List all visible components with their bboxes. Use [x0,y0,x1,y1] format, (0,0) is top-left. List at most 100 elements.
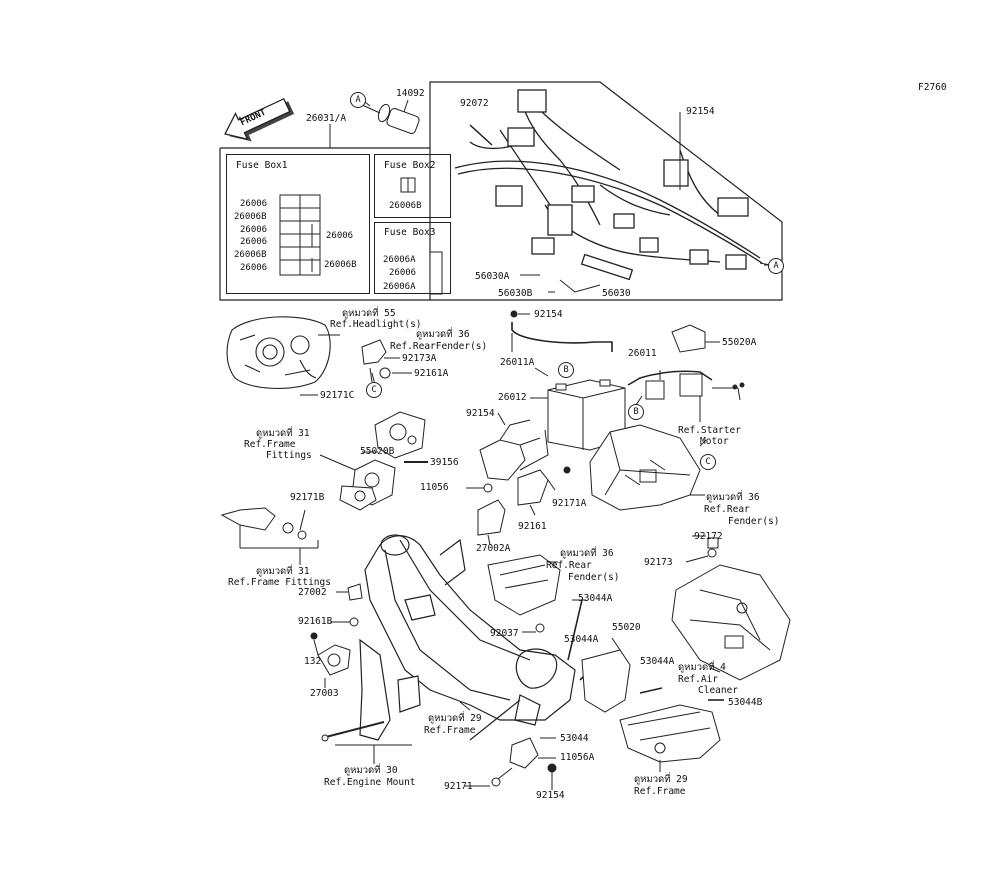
part-27003: 27003 [310,688,339,699]
part-26012: 26012 [498,392,527,403]
ref-headlight: Ref.Headlight(s) [330,319,422,330]
ref-rearfender-right-group: ดูหมวดที่ 36 [706,492,760,503]
fuse-box2-title: Fuse Box2 [384,160,436,171]
part-26011A: 26011A [500,357,535,368]
fuse3-item-2: 26006 [389,268,417,278]
part-92154-mid: 92154 [534,309,563,320]
ref-engine-mount: Ref.Engine Mount [324,777,416,788]
fuse3-item-3: 26006A [383,282,416,292]
part-26011: 26011 [628,348,657,359]
part-55020A: 55020A [722,337,757,348]
fuse1-item-2: 26006B [234,212,267,222]
ref-frame-fittings-upper-1: Ref.Frame [244,439,296,450]
ref-rearfender-right-2: Fender(s) [728,516,780,527]
ref-headlight-group: ดูหมวดที่ 55 [342,308,396,319]
fuse1-right-2: 26006B [324,260,357,270]
fuse-box3 [374,222,451,294]
part-92171A: 92171A [552,498,587,509]
part-92154-bottom: 92154 [536,790,565,801]
fuse1-item-4: 26006 [240,225,268,235]
callout-b-relay: B [628,404,644,420]
part-11056: 11056 [420,482,449,493]
part-53044: 53044 [560,733,589,744]
callout-b-battery: B [558,362,574,378]
fuse-box2 [374,154,451,218]
part-27002A: 27002A [476,543,511,554]
ref-frame-center-group: ดูหมวดที่ 29 [428,713,482,724]
front-arrow-icon [224,98,295,142]
ref-rearfender-top: Ref.RearFender(s) [390,341,488,352]
ref-starter-line2: Motor [700,436,729,447]
part-92173: 92173 [644,557,673,568]
fuse-puller-icon [377,99,420,134]
ref-frame-right-group: ดูหมวดที่ 29 [634,774,688,785]
part-56030B: 56030B [498,288,533,299]
ref-frame-fittings-lower-group: ดูหมวดที่ 31 [256,566,310,577]
ref-air-cleaner-1: Ref.Air [678,674,719,685]
part-92173A: 92173A [402,353,437,364]
part-92171C: 92171C [320,390,355,401]
part-56030A: 56030A [475,271,510,282]
rear-tray-icon [589,424,701,511]
part-55020B: 55020B [360,446,395,457]
part-92072: 92072 [460,98,489,109]
part-53044A-2: 53044A [564,634,599,645]
bracket-92173A-icon [361,339,391,379]
fuse1-right-1: 26006 [326,231,354,241]
air-cleaner-icon [671,564,791,681]
part-14092: 14092 [396,88,425,99]
part-53044B: 53044B [728,697,763,708]
part-11056A: 11056A [560,752,595,763]
ref-rearfender-top-group: ดูหมวดที่ 36 [416,329,470,340]
part-53044A-1: 53044A [578,593,613,604]
part-39156: 39156 [430,457,459,468]
fuse1-item-5: 26006B [234,250,267,260]
callout-c-bracket: C [366,382,382,398]
ref-frame-fittings-upper-group: ดูหมวดที่ 31 [256,428,310,439]
part-92154-top: 92154 [686,106,715,117]
fuse-box1-title: Fuse Box1 [236,160,288,171]
bracket-assembly-icon [479,419,549,493]
part-92161A: 92161A [414,368,449,379]
ref-rearfender-mid-group: ดูหมวดที่ 36 [560,548,614,559]
fuse1-item-3: 26006 [240,237,268,247]
callout-a-right: A [768,258,784,274]
part-55020: 55020 [612,622,641,633]
ref-air-cleaner-group: ดูหมวดที่ 4 [678,662,726,673]
ref-starter-line1: Ref.Starter [678,425,741,436]
part-92172: 92172 [694,531,723,542]
fuse3-item-1: 26006A [383,255,416,265]
subframe-icon [619,704,721,763]
ref-frame-fittings-lower: Ref.Frame Fittings [228,577,331,588]
fuse1-item-6: 26006 [240,263,268,273]
figure-code: F2760 [918,82,947,93]
main-frame-icon [359,534,576,741]
part-92154-battery: 92154 [466,408,495,419]
part-92161B: 92161B [298,616,333,627]
fuse-box3-title: Fuse Box3 [384,227,436,238]
ref-frame-right: Ref.Frame [634,786,686,797]
part-53044A-3: 53044A [640,656,675,667]
part-92037: 92037 [490,628,519,639]
ref-rearfender-mid-1: Ref.Rear [546,560,592,571]
fuse-box1 [226,154,370,294]
ref-rearfender-right-1: Ref.Rear [704,504,750,515]
ref-rearfender-mid-2: Fender(s) [568,572,620,583]
part-56030: 56030 [602,288,631,299]
fuse-box1-graphic [279,194,321,276]
wiring-harness-icon [454,89,763,281]
part-26031A: 26031/A [306,113,347,124]
ref-engine-mount-group: ดูหมวดที่ 30 [344,765,398,776]
fuse1-item-1: 26006 [240,199,268,209]
part-92161: 92161 [518,521,547,532]
headlight-assembly-icon [226,316,331,389]
ref-air-cleaner-2: Cleaner [698,685,739,696]
part-92171: 92171 [444,781,473,792]
ref-frame-fittings-upper-2: Fittings [266,450,312,461]
ref-frame-center: Ref.Frame [424,725,476,736]
part-27002: 27002 [298,587,327,598]
fuse2-item: 26006B [389,201,422,211]
callout-c-tray: C [700,454,716,470]
